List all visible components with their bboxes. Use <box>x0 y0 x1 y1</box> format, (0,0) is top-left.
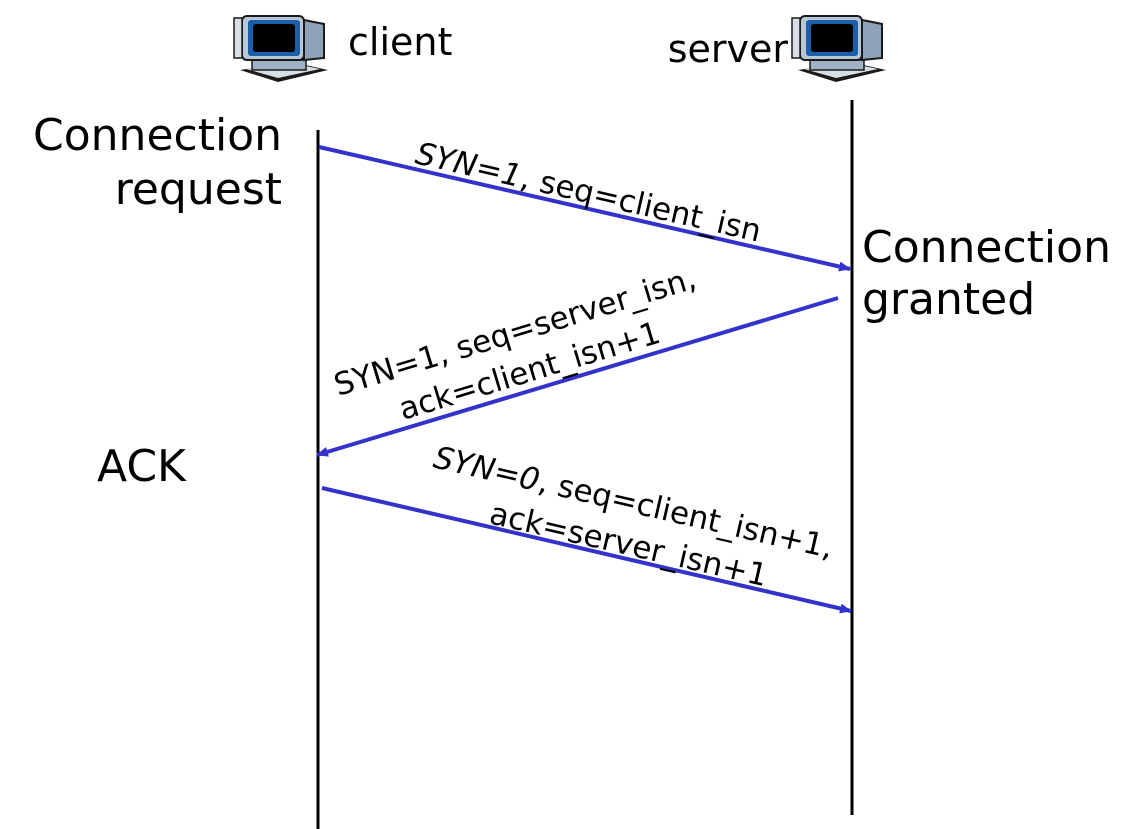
server-label: server <box>668 27 789 71</box>
syn-message-rest: , seq=client_isn <box>517 160 764 250</box>
syn-message-flag: SYN=1 <box>412 136 525 195</box>
connection-request-line2: request <box>115 164 282 215</box>
client-computer-icon <box>233 15 329 83</box>
syn-arrow <box>318 145 851 272</box>
syn-message: SYN=1, seq=client_isn <box>412 136 764 250</box>
synack-arrow <box>316 296 839 457</box>
connection-request-line1: Connection <box>33 110 282 161</box>
connection-granted-line2: granted <box>862 274 1035 325</box>
ack-arrow <box>321 486 852 614</box>
ack-note: ACK <box>97 441 187 492</box>
connection-granted-line1: Connection <box>862 222 1111 273</box>
client-label: client <box>348 20 452 64</box>
ack-message-flag: SYN=0 <box>430 440 543 499</box>
server-computer-icon <box>791 15 887 83</box>
